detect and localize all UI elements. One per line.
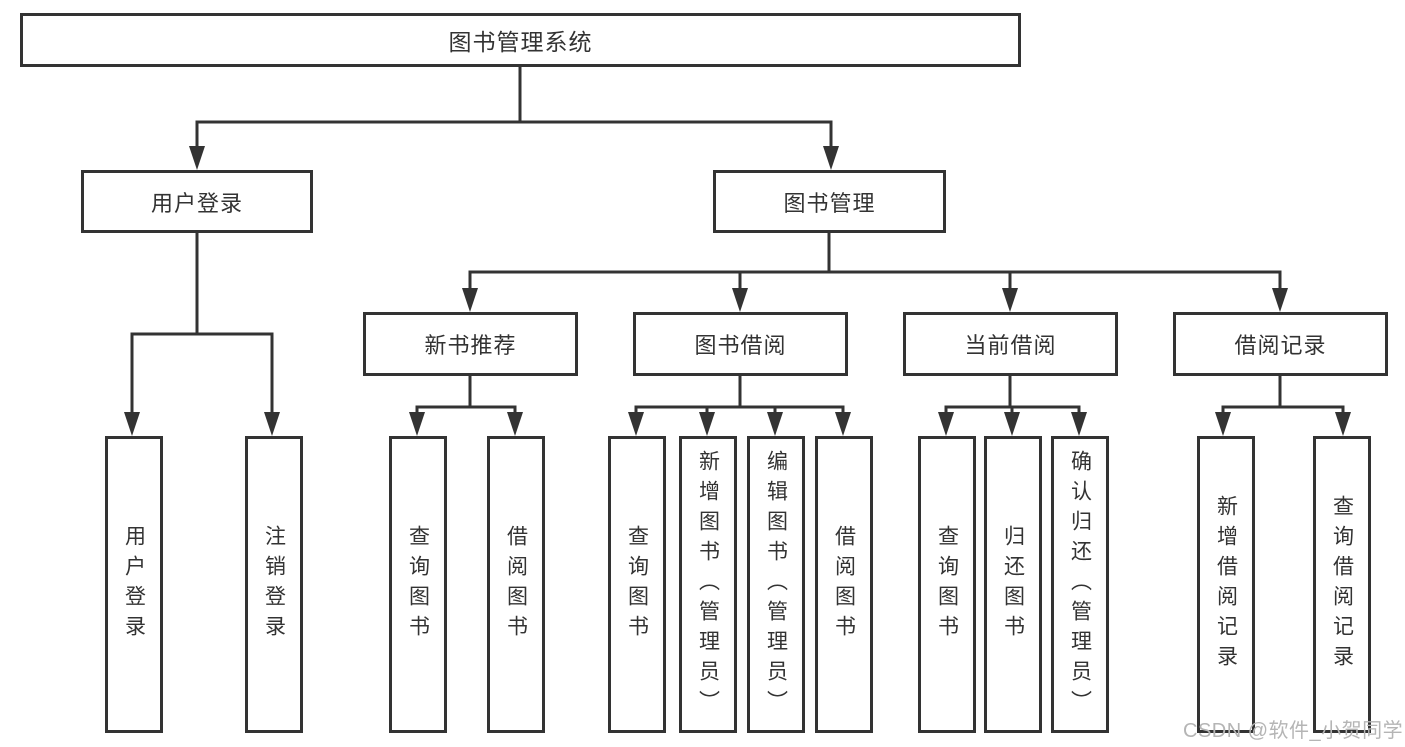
node-label: 当前借阅 xyxy=(964,333,1057,358)
leaf-confirm-return-admin: 确认归还（管理员） xyxy=(1051,436,1109,733)
leaf-user-login: 用户登录 xyxy=(105,436,163,733)
leaf-label: 借阅图书 xyxy=(832,524,856,645)
leaf-add-borrow-record: 新增借阅记录 xyxy=(1197,436,1255,733)
leaf-label: 查询图书 xyxy=(625,524,649,645)
node-library-management-system: 图书管理系统 xyxy=(20,13,1021,67)
node-book-borrowing: 图书借阅 xyxy=(633,312,848,376)
leaf-label: 用户登录 xyxy=(122,524,146,645)
leaf-query-borrow-record: 查询借阅记录 xyxy=(1313,436,1371,733)
leaf-label: 新增借阅记录 xyxy=(1214,494,1238,675)
leaf-return-books: 归还图书 xyxy=(984,436,1042,733)
leaf-current-query-books: 查询图书 xyxy=(918,436,976,733)
leaf-logout: 注销登录 xyxy=(245,436,303,733)
watermark: CSDN @软件_小贺同学 xyxy=(1183,720,1404,742)
leaf-recommend-borrow-books: 借阅图书 xyxy=(487,436,545,733)
leaf-label: 编辑图书（管理员） xyxy=(764,449,788,720)
leaf-recommend-query-books: 查询图书 xyxy=(389,436,447,733)
leaf-label: 查询图书 xyxy=(935,524,959,645)
node-book-management: 图书管理 xyxy=(713,170,946,233)
node-label: 用户登录 xyxy=(150,190,243,216)
leaf-label: 查询借阅记录 xyxy=(1330,494,1354,675)
node-label: 图书借阅 xyxy=(694,333,787,358)
leaf-label: 借阅图书 xyxy=(504,524,528,645)
node-label: 图书管理 xyxy=(783,190,876,216)
node-user-login: 用户登录 xyxy=(81,170,313,233)
arrowhead-icons xyxy=(124,146,1351,436)
connector-stems xyxy=(130,66,1345,414)
node-label: 新书推荐 xyxy=(424,333,517,358)
leaf-borrowing-query-books: 查询图书 xyxy=(608,436,666,733)
node-label: 借阅记录 xyxy=(1234,333,1327,358)
leaf-label: 新增图书（管理员） xyxy=(696,449,720,720)
node-borrowing-records: 借阅记录 xyxy=(1173,312,1388,376)
leaf-edit-books-admin: 编辑图书（管理员） xyxy=(747,436,805,733)
leaf-label: 注销登录 xyxy=(262,524,286,645)
leaf-label: 确认归还（管理员） xyxy=(1068,449,1092,720)
node-current-borrowing: 当前借阅 xyxy=(903,312,1118,376)
leaf-borrow-books: 借阅图书 xyxy=(815,436,873,733)
node-label: 图书管理系统 xyxy=(448,29,593,55)
leaf-add-books-admin: 新增图书（管理员） xyxy=(679,436,737,733)
leaf-label: 查询图书 xyxy=(406,524,430,645)
leaf-label: 归还图书 xyxy=(1001,524,1025,645)
node-new-book-recommendation: 新书推荐 xyxy=(363,312,578,376)
